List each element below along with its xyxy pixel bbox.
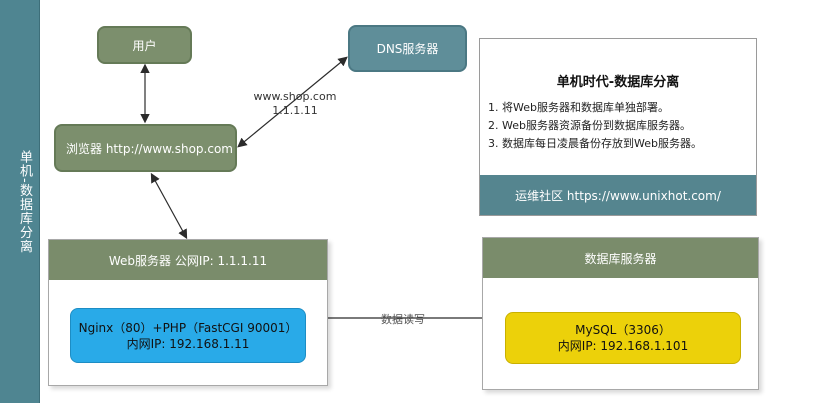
web-server-box: Web服务器 公网IP: 1.1.1.11 Nginx（80）+PHP（Fast… — [48, 239, 328, 386]
info-title: 单机时代-数据库分离 — [556, 75, 680, 90]
read-write-label: 数据读写 — [381, 313, 425, 326]
sidebar: 单机-数据库分离 — [0, 0, 40, 403]
sidebar-label: 单机-数据库分离 — [17, 150, 32, 254]
user-node: 用户 — [97, 26, 192, 64]
info-item: 3. 数据库每日凌晨备份存放到Web服务器。 — [488, 137, 702, 150]
dns-ip-label: 1.1.1.11 — [272, 104, 318, 117]
web-server-title: Web服务器 公网IP: 1.1.1.11 — [108, 253, 268, 268]
mysql-node: MySQL（3306） 内网IP: 192.168.1.101 — [505, 312, 741, 364]
db-server-header: 数据库服务器 — [483, 238, 758, 278]
user-node-label: 用户 — [132, 38, 157, 53]
browser-web-arrow — [150, 172, 188, 240]
browser-node-label: 浏览器 http://www.shop.com — [66, 141, 233, 156]
community-link-text: 运维社区 https://www.unixhot.com/ — [515, 188, 721, 203]
browser-node: 浏览器 http://www.shop.com — [54, 124, 237, 172]
dns-server-label: DNS服务器 — [376, 42, 439, 56]
nginx-php-label: Nginx（80）+PHP（FastCGI 90001） — [78, 320, 298, 335]
dns-domain-label: www.shop.com — [253, 90, 337, 103]
info-item: 1. 将Web服务器和数据库单独部署。 — [488, 101, 669, 114]
nginx-php-node: Nginx（80）+PHP（FastCGI 90001） 内网IP: 192.1… — [70, 308, 306, 363]
info-item: 2. Web服务器资源备份到数据库服务器。 — [488, 119, 691, 132]
web-server-header: Web服务器 公网IP: 1.1.1.11 — [49, 240, 327, 280]
info-footer: 运维社区 https://www.unixhot.com/ — [480, 175, 756, 215]
dns-server-node: DNS服务器 — [348, 25, 467, 72]
info-panel: 单机时代-数据库分离 1. 将Web服务器和数据库单独部署。 2. Web服务器… — [479, 38, 757, 216]
mysql-label: MySQL（3306） — [575, 323, 671, 337]
db-server-title: 数据库服务器 — [584, 251, 657, 266]
db-internal-ip: 内网IP: 192.168.1.101 — [557, 339, 689, 353]
db-server-box: 数据库服务器 MySQL（3306） 内网IP: 192.168.1.101 — [482, 237, 759, 390]
web-internal-ip: 内网IP: 192.168.1.11 — [126, 336, 250, 351]
